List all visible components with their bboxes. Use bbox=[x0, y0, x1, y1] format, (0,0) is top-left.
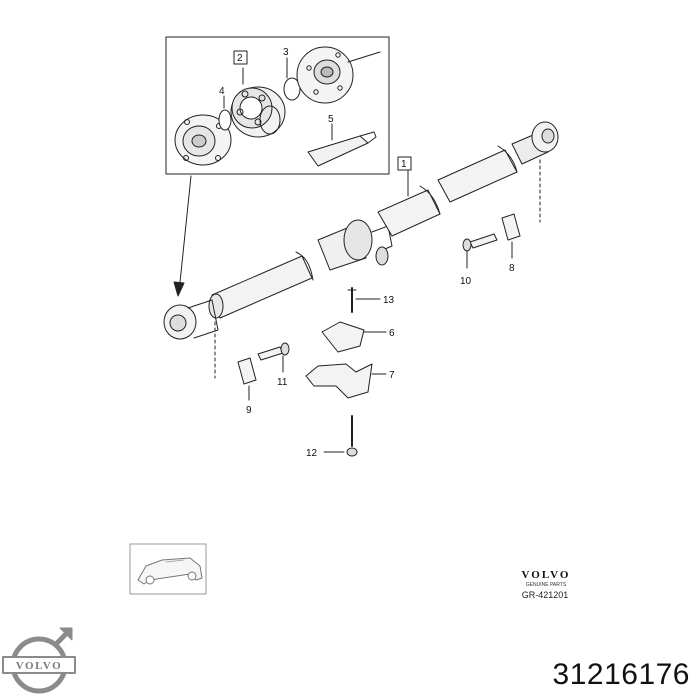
callout-1: 1 bbox=[401, 159, 407, 170]
bolt-12 bbox=[323, 415, 358, 457]
callout-7: 7 bbox=[389, 370, 395, 381]
inset-ring bbox=[283, 77, 301, 101]
brand-ref: GR-421201 bbox=[522, 590, 569, 600]
inset-circlip bbox=[218, 109, 232, 131]
callout-4: 4 bbox=[219, 86, 225, 97]
part-number: 31216176 bbox=[552, 658, 690, 691]
inset-cv-joint bbox=[230, 86, 286, 138]
bracket-7 bbox=[305, 363, 373, 399]
inset-flange-left bbox=[174, 114, 232, 166]
callout-3: 3 bbox=[283, 47, 289, 58]
brand-wordmark: VOLVO bbox=[522, 569, 571, 581]
bolt-11 bbox=[257, 342, 290, 373]
callout-6: 6 bbox=[389, 328, 395, 339]
callout-labels: 1 2 3 4 5 6 7 8 9 10 11 12 13 bbox=[219, 47, 515, 459]
bracket-6 bbox=[321, 321, 365, 353]
callout-9: 9 bbox=[246, 405, 252, 416]
callout-10: 10 bbox=[460, 276, 472, 287]
callout-2: 2 bbox=[237, 53, 243, 64]
callout-13: 13 bbox=[383, 295, 395, 306]
callout-box-1 bbox=[397, 156, 412, 171]
callout-11: 11 bbox=[277, 377, 288, 388]
bracket-8 bbox=[501, 213, 521, 241]
callout-12: 12 bbox=[306, 448, 318, 459]
callout-8: 8 bbox=[509, 263, 515, 274]
bracket-9 bbox=[237, 357, 257, 385]
propeller-shaft bbox=[163, 121, 559, 340]
inset-flange-right bbox=[296, 46, 381, 104]
brand-sub: GENUINE PARTS bbox=[526, 582, 567, 588]
callout-5: 5 bbox=[328, 114, 334, 125]
callout-box-2 bbox=[233, 50, 248, 65]
bolt-10 bbox=[462, 233, 498, 269]
vehicle-thumbnail bbox=[129, 543, 207, 595]
inset-arrow bbox=[178, 175, 192, 293]
volvo-logo bbox=[2, 627, 76, 694]
logo-wordmark: VOLVO bbox=[16, 660, 62, 672]
